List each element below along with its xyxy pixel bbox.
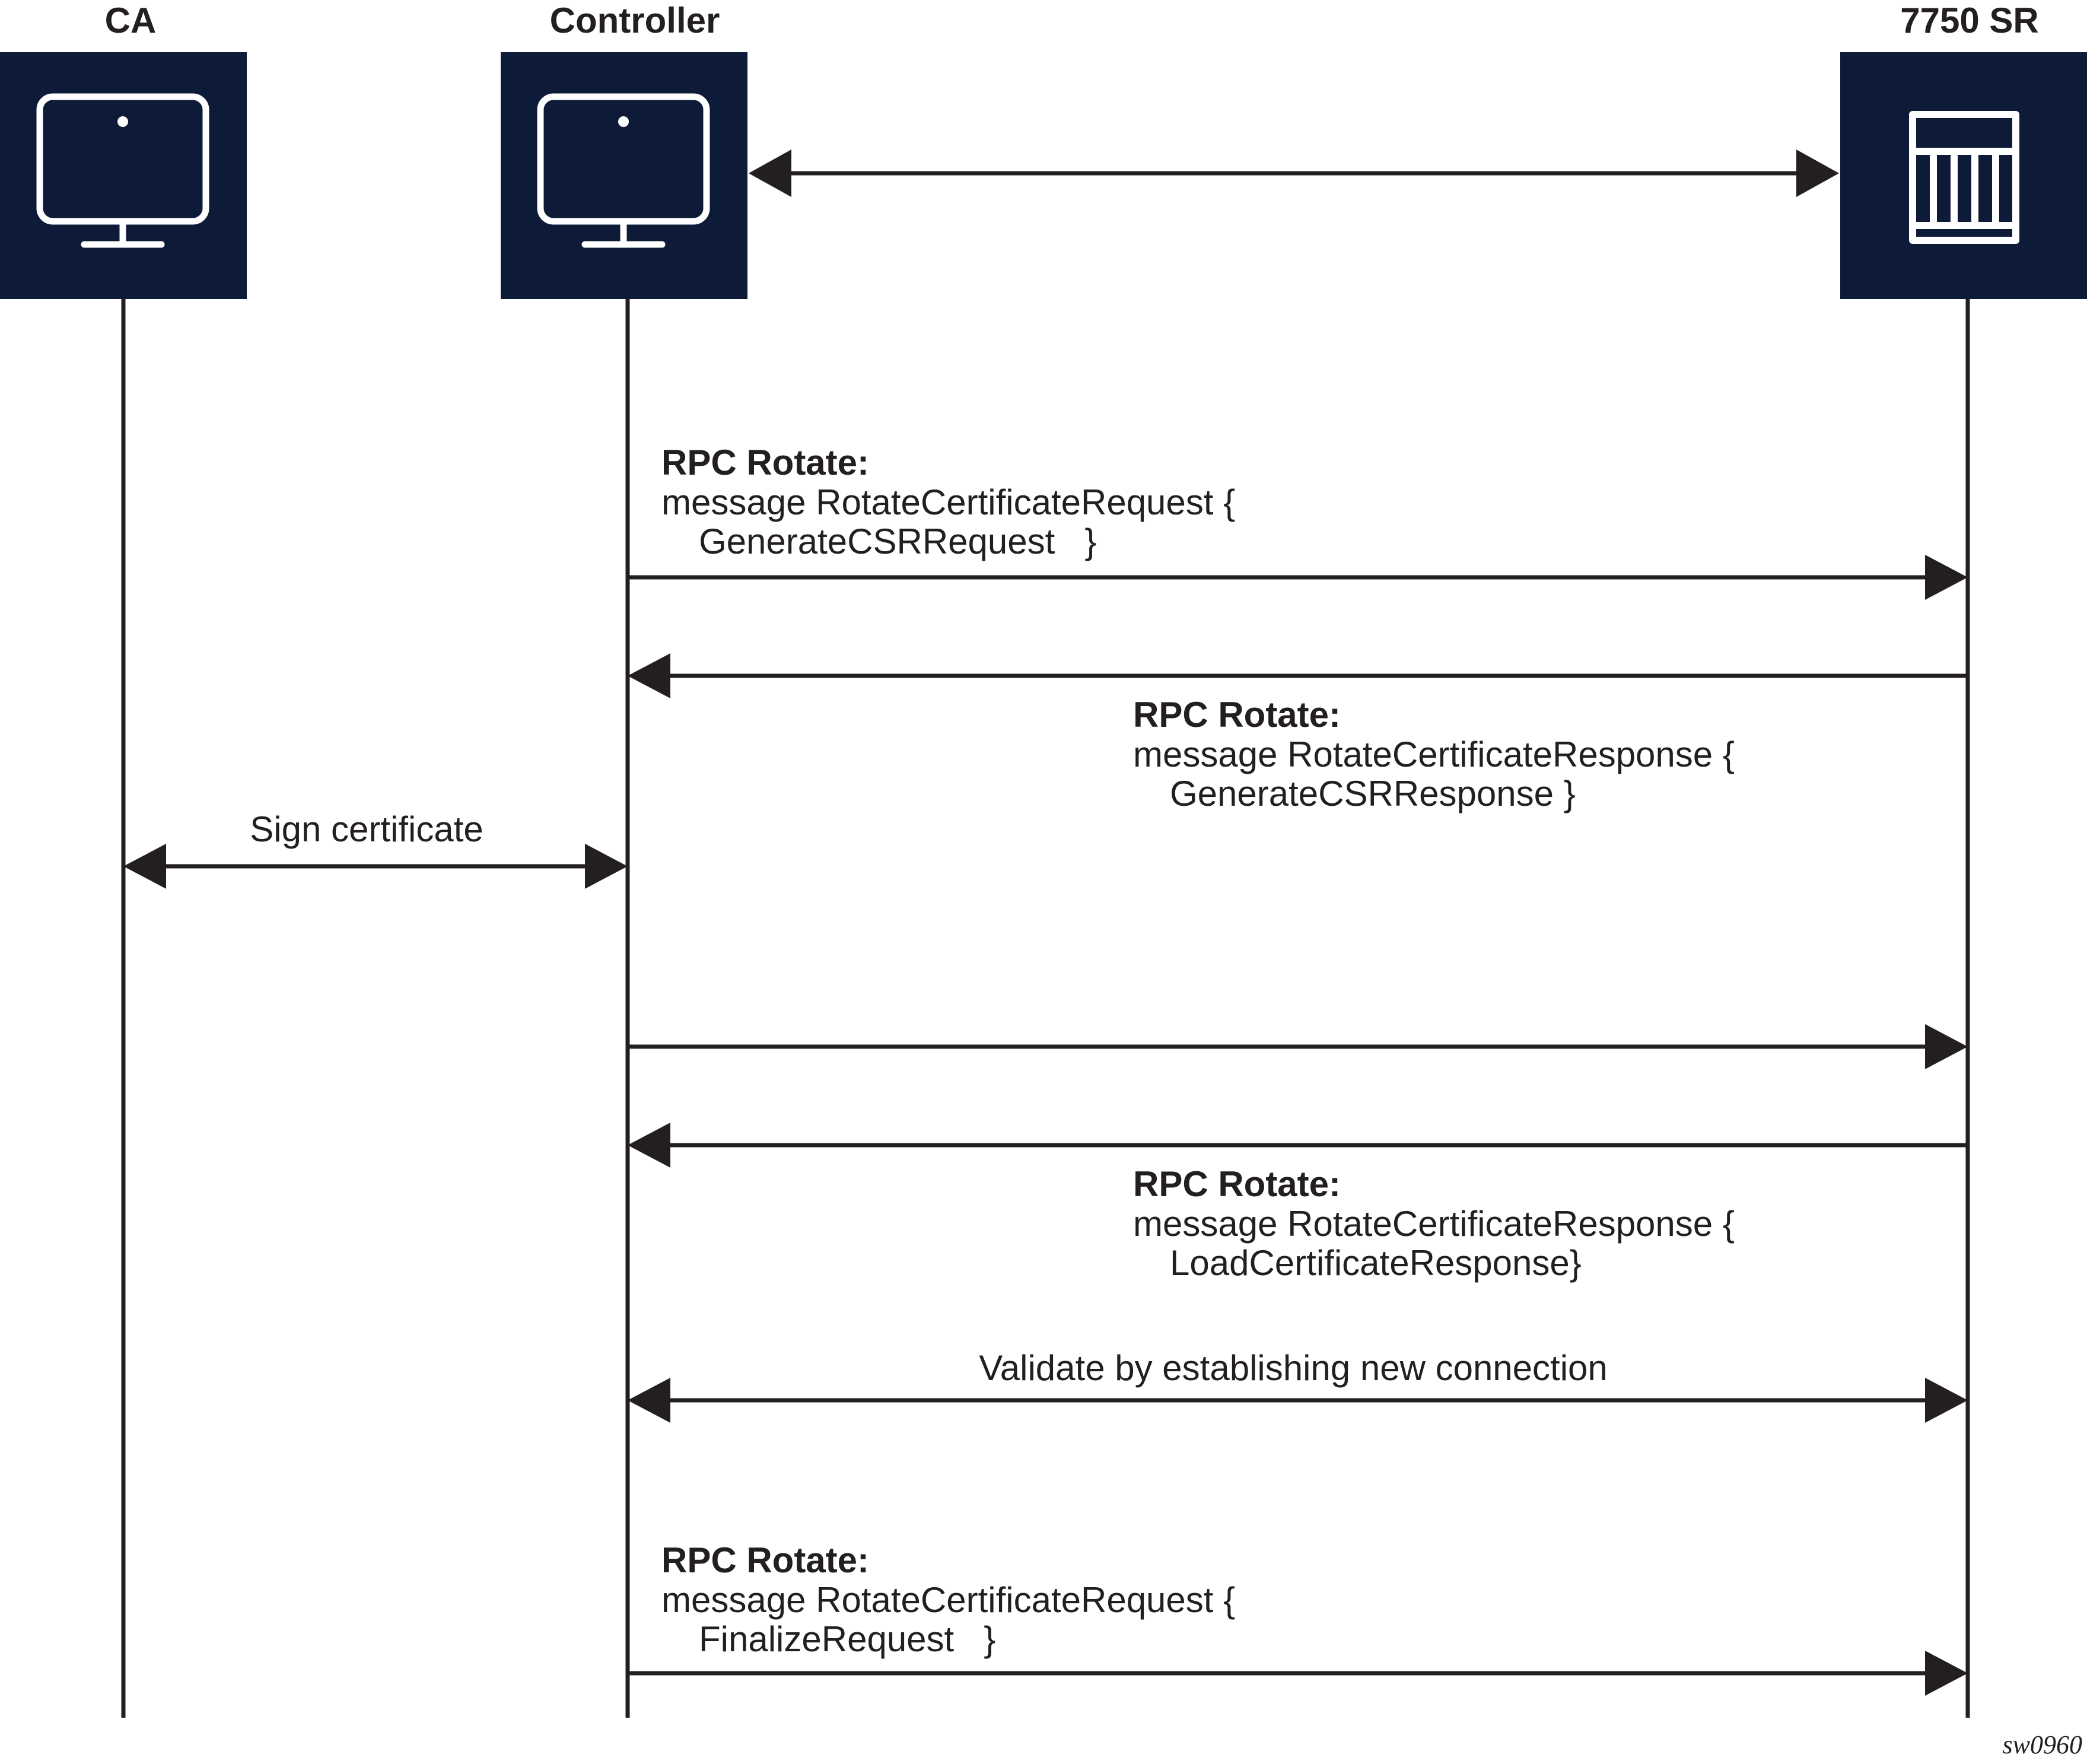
message-line: message RotateCertificateRequest {: [661, 482, 1235, 522]
router-icon: [1909, 111, 2019, 244]
figure-id: sw0960: [2003, 1730, 2082, 1759]
message-line: GenerateCSRRequest }: [699, 522, 1096, 561]
actor-label-controller: Controller: [550, 1, 720, 40]
message-title: RPC Rotate:: [661, 443, 869, 482]
actor-controller: [501, 52, 747, 299]
message-title: RPC Rotate:: [661, 1540, 869, 1580]
message-line: message RotateCertificateResponse {: [1133, 1204, 1735, 1244]
message-label: Validate by establishing new connection: [979, 1348, 1608, 1388]
message-line: LoadCertificateResponse}: [1170, 1243, 1582, 1283]
message-line: message RotateCertificateRequest {: [661, 1580, 1235, 1620]
message-line: GenerateCSRResponse }: [1170, 774, 1576, 813]
message-title: RPC Rotate:: [1133, 1164, 1341, 1204]
message-validate-connection: Validate by establishing new connection: [628, 1348, 1968, 1423]
connection-arrow: [749, 150, 1839, 197]
message-generate-csr-request: RPC Rotate: message RotateCertificateReq…: [628, 443, 1968, 600]
actor-label-ca: CA: [105, 1, 157, 40]
message-load-certificate-response: RPC Rotate: message RotateCertificateRes…: [628, 1123, 1968, 1283]
message-sign-certificate: Sign certificate: [123, 809, 628, 889]
message-load-certificate-request: [628, 1024, 1968, 1069]
actor-7750-sr: [1840, 52, 2087, 299]
message-finalize-request: RPC Rotate: message RotateCertificateReq…: [628, 1540, 1968, 1696]
message-title: RPC Rotate:: [1133, 695, 1341, 735]
actor-ca: [0, 52, 247, 299]
message-line: message RotateCertificateResponse {: [1133, 735, 1735, 774]
actor-label-7750-sr: 7750 SR: [1900, 1, 2039, 40]
message-label: Sign certificate: [250, 809, 483, 849]
message-line: FinalizeRequest }: [699, 1619, 995, 1659]
message-generate-csr-response: RPC Rotate: message RotateCertificateRes…: [628, 653, 1968, 813]
